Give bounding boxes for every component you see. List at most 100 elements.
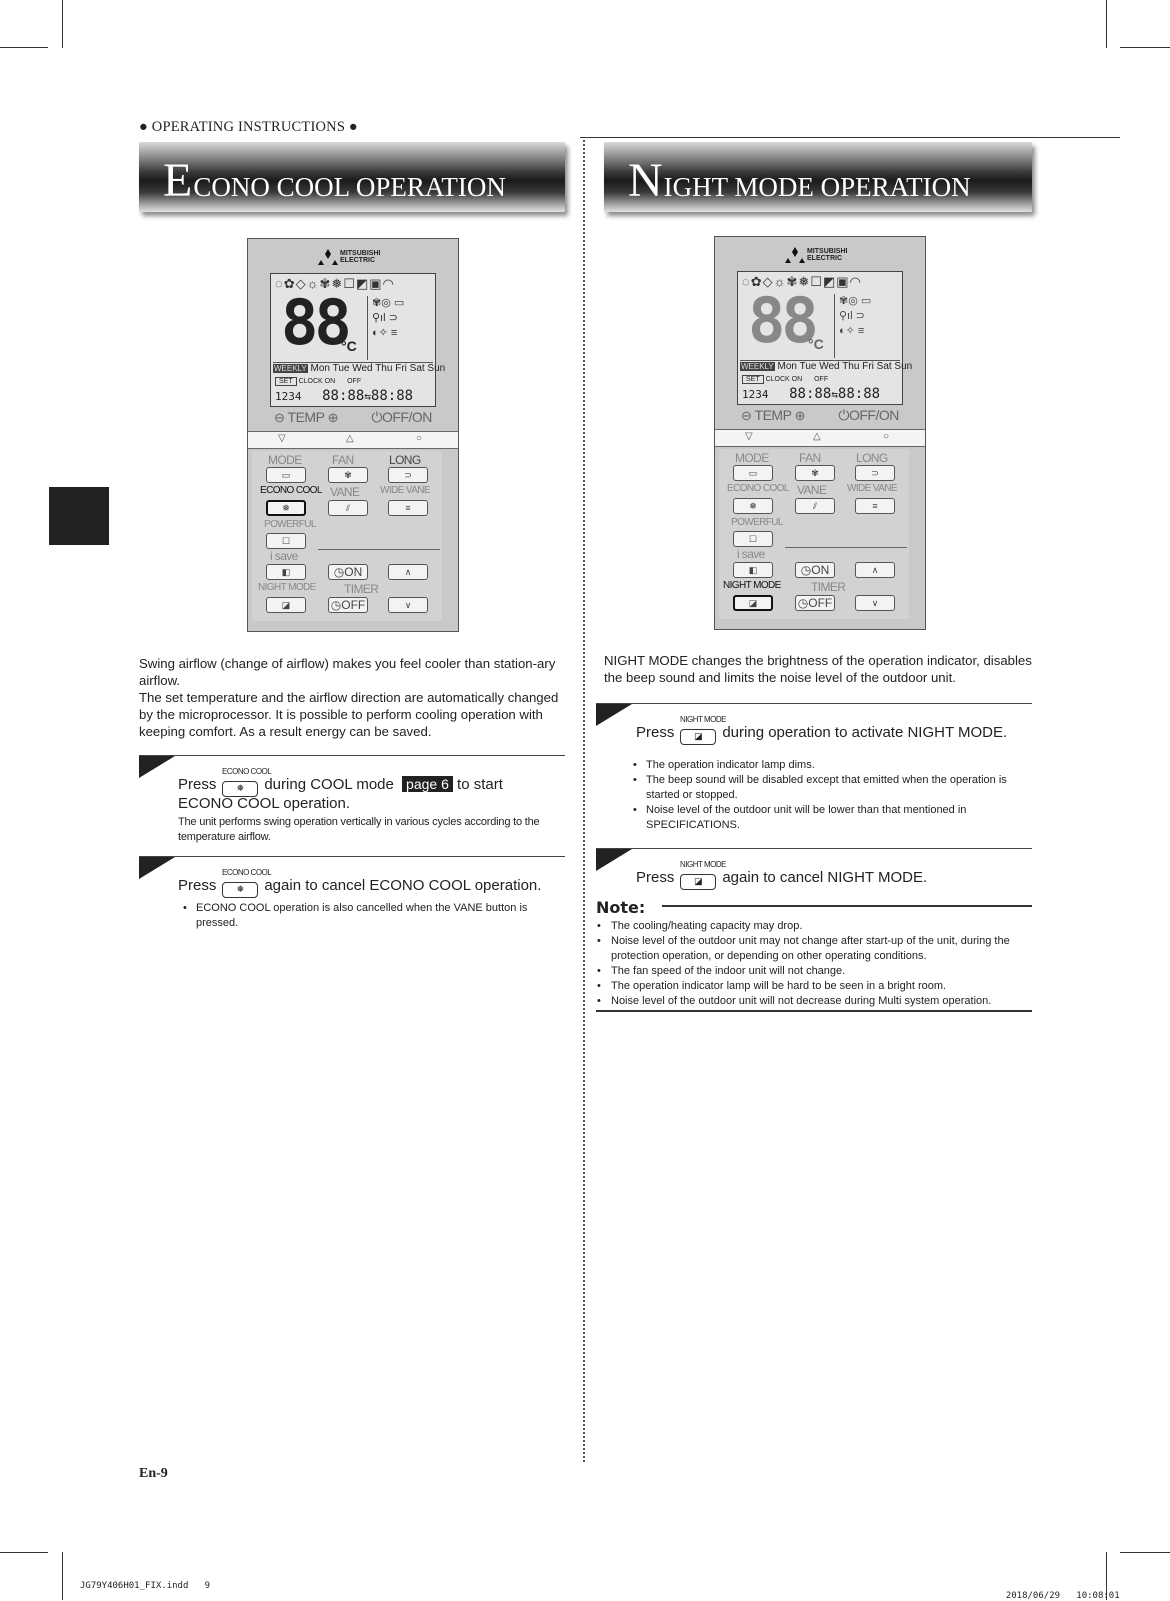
econo-step1: Press❅during COOL mode page 6 to start: [178, 776, 503, 797]
long-button[interactable]: ⊃: [388, 467, 428, 483]
mode-button[interactable]: ▭: [733, 465, 773, 481]
brand-text: ELECTRIC: [807, 255, 842, 262]
econo-intro: Swing airflow (change of airflow) makes …: [139, 655, 565, 740]
remote-illustration-econo: MITSUBISHI ELECTRIC ◌✿◇☼✾❅☐◩▣◠ 88 °C ✾◎ …: [247, 238, 459, 632]
night-mode-button[interactable]: ◪: [266, 597, 306, 613]
long-label: LONG: [389, 453, 421, 467]
timer-on-button[interactable]: ◷ON: [328, 564, 368, 580]
step-marker: [139, 756, 175, 778]
econo-cool-button[interactable]: ❅: [733, 498, 773, 514]
lcd-fan-icons: ✾◎ ▭⚲ıl ⊃◐✧ ≡: [367, 296, 436, 360]
page-reference[interactable]: page 6: [402, 776, 453, 792]
remote-illustration-night: MITSUBISHI ELECTRIC ◌✿◇☼✾❅☐◩▣◠ 88 °C ✾◎ …: [714, 236, 926, 630]
mitsubishi-logo-icon: [318, 249, 338, 265]
banner-initial: E: [163, 154, 193, 208]
power-button[interactable]: ○: [883, 431, 890, 442]
powerful-button[interactable]: ☐: [266, 533, 306, 549]
arrow-keys-row: ▽ △ ○: [715, 429, 925, 447]
lcd-timer-row: 1234 88:88⇆88:88: [275, 388, 414, 404]
lcd-days: Mon Tue Wed Thu Fri Sat Sun: [777, 361, 913, 372]
lcd-time-a: 88:88: [789, 386, 832, 402]
fan-button[interactable]: ✾: [795, 465, 835, 481]
set-badge: SET: [742, 375, 764, 384]
step-text: during operation to activate NIGHT MODE.: [722, 724, 1008, 741]
lcd-clock-row: SET CLOCK ON OFF: [742, 375, 828, 384]
night-mode-key-icon: ◪: [680, 729, 717, 745]
fan-label: FAN: [332, 453, 354, 467]
note-item: Noise level of the outdoor unit may not …: [596, 934, 1032, 964]
econo-step1-line2: ECONO COOL operation.: [178, 795, 351, 812]
fan-button[interactable]: ✾: [328, 467, 368, 483]
note-rule: [662, 905, 1032, 907]
banner-title: IGHT MODE OPERATION: [663, 172, 971, 202]
mode-icons: ◌✿◇☼✾❅☐◩▣◠: [742, 274, 862, 289]
temp-down-button[interactable]: ▽: [745, 431, 753, 442]
lcd-time-b: 88:88: [370, 388, 414, 404]
bullet-item: The operation indicator lamp dims.: [628, 758, 1032, 773]
step-marker: [139, 857, 175, 879]
note-item: The cooling/heating capacity may drop.: [596, 919, 1032, 934]
night-mode-key-icon: ◪: [680, 874, 717, 890]
crop-mark: [62, 1552, 63, 1600]
timer-off-button[interactable]: ◷OFF: [328, 597, 368, 613]
vane-button[interactable]: ⫽: [328, 500, 368, 516]
temp-up-button[interactable]: △: [346, 433, 354, 444]
lcd-digits: 1234: [742, 388, 769, 401]
powerful-button[interactable]: ☐: [733, 531, 773, 547]
night-mode-button[interactable]: ◪: [733, 595, 773, 611]
lcd-temperature: 88: [748, 284, 819, 357]
power-button[interactable]: ○: [416, 433, 423, 444]
timer-down-button[interactable]: ∨: [855, 595, 895, 611]
step-rule: [596, 703, 1032, 704]
timer-up-button[interactable]: ∧: [855, 562, 895, 578]
timer-down-button[interactable]: ∨: [388, 597, 428, 613]
brand-text: ELECTRIC: [340, 257, 375, 264]
brand-text: MITSUBISHI: [807, 248, 848, 255]
step-text: again to cancel ECONO COOL operation.: [264, 877, 542, 894]
crop-mark: [0, 47, 48, 48]
timer-up-button[interactable]: ∧: [388, 564, 428, 580]
press-text: Press: [178, 776, 217, 793]
bullet-item: The beep sound will be disabled except t…: [628, 773, 1032, 803]
step-marker: [596, 704, 632, 726]
econo-cool-button[interactable]: ❅: [266, 500, 306, 516]
lcd-week-row: WEEKLY Mon Tue Wed Thu Fri Sat Sun: [273, 362, 445, 374]
wide-vane-button[interactable]: ≡: [855, 498, 895, 514]
panel-divider: [785, 547, 907, 548]
temp-up-button[interactable]: △: [813, 431, 821, 442]
econo-cool-label: ECONO COOL: [260, 485, 322, 496]
night-mode-label: NIGHT MODE: [723, 580, 781, 591]
bullet-item: Noise level of the outdoor unit will be …: [628, 803, 1032, 833]
mode-button[interactable]: ▭: [266, 467, 306, 483]
bullet-item: ECONO COOL operation is also cancelled w…: [178, 901, 565, 931]
long-button[interactable]: ⊃: [855, 465, 895, 481]
step-rule: [139, 856, 565, 857]
temp-row: ⊖ TEMP ⊕ ⏻OFF/ON: [741, 407, 899, 423]
offon-label: OFF/ON: [381, 409, 432, 425]
note-item: Noise level of the outdoor unit will not…: [596, 994, 1032, 1009]
lcd-clock-row: SET CLOCK ON OFF: [275, 377, 361, 386]
temp-down-button[interactable]: ▽: [278, 433, 286, 444]
isave-button[interactable]: ◧: [266, 564, 306, 580]
vane-button[interactable]: ⫽: [795, 498, 835, 514]
section-header: ● OPERATING INSTRUCTIONS ●: [139, 119, 358, 135]
timer-on-button[interactable]: ◷ON: [795, 562, 835, 578]
banner-initial: N: [628, 154, 663, 208]
page-number: En-9: [139, 1466, 168, 1481]
remote-logo: MITSUBISHI ELECTRIC: [318, 249, 380, 265]
header-rule: [580, 137, 1120, 138]
timer-off-button[interactable]: ◷OFF: [795, 595, 835, 611]
brand-text: MITSUBISHI: [340, 250, 381, 257]
note-title: Note:: [596, 898, 646, 917]
chapter-tab: [49, 487, 109, 545]
night-intro: NIGHT MODE changes the brightness of the…: [604, 653, 1032, 685]
lcd-week-row: WEEKLY Mon Tue Wed Thu Fri Sat Sun: [740, 360, 912, 372]
lcd-fan-icons: ✾◎ ▭⚲ıl ⊃◐✧ ≡: [834, 294, 903, 358]
on-label: ON: [324, 378, 336, 385]
temp-label: TEMP: [287, 409, 325, 425]
lcd-time-b: 88:88: [837, 386, 881, 402]
wide-vane-button[interactable]: ≡: [388, 500, 428, 516]
isave-button[interactable]: ◧: [733, 562, 773, 578]
lower-panel: MODE FAN LONG ▭ ✾ ⊃ ECONO COOL VANE WIDE…: [719, 449, 909, 619]
